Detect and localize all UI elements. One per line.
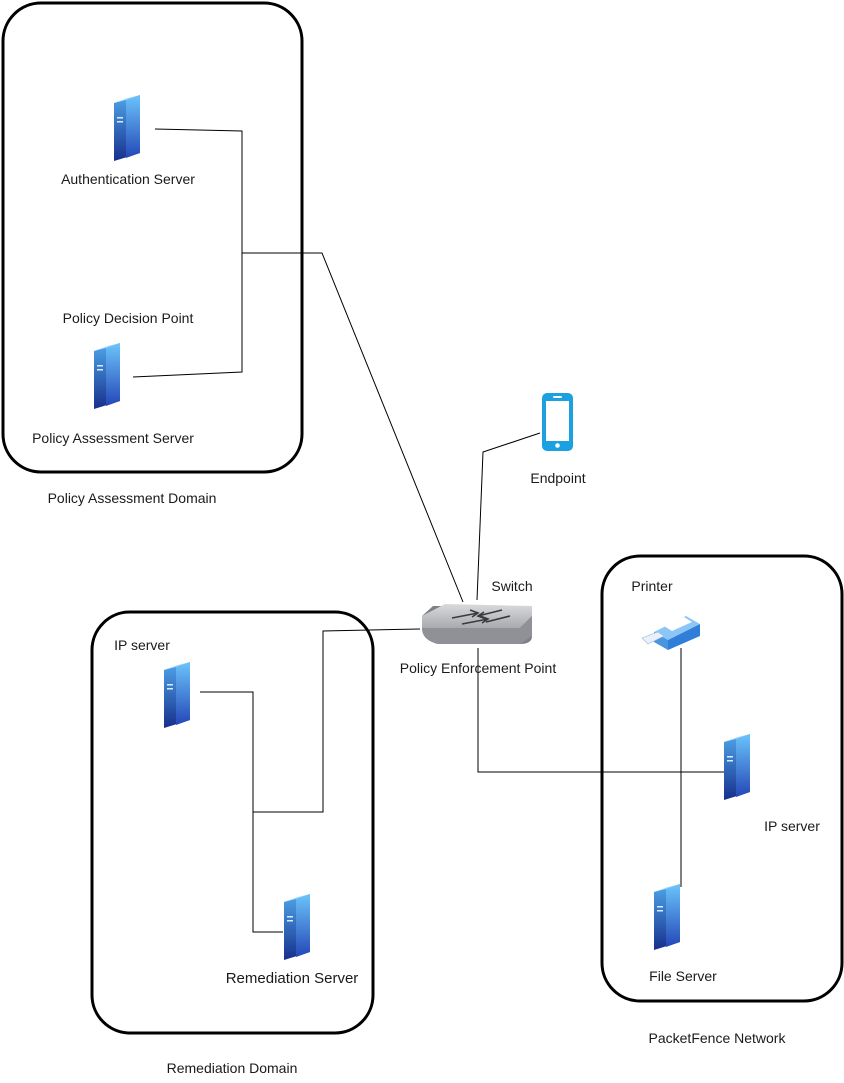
printer-label: Printer (631, 578, 673, 594)
remediation-domain-label: Remediation Domain (167, 1060, 298, 1076)
ip-server-remediation-label: IP server (114, 637, 170, 653)
server-icon (724, 734, 750, 800)
packetfence-network-label: PacketFence Network (649, 1030, 787, 1046)
edge-switch-remediation (253, 628, 421, 813)
policy-assessment-domain-label: Policy Assessment Domain (48, 490, 217, 506)
edge-switch-packetfence (477, 648, 724, 773)
remediation-server-label: Remediation Server (226, 970, 359, 987)
edge-pad-switch (242, 252, 464, 603)
server-icon (654, 884, 680, 950)
edge-auth-assessment (132, 128, 243, 378)
server-icon (284, 894, 310, 960)
edge-endpoint-switch (476, 432, 541, 601)
server-icon (114, 95, 140, 161)
server-icon (164, 662, 190, 728)
mobile-phone-icon (542, 393, 573, 451)
packetfence-network-box (600, 554, 844, 1003)
ip-server-packetfence-label: IP server (764, 818, 820, 834)
policy-enforcement-point-label: Policy Enforcement Point (400, 660, 557, 676)
authentication-server-label: Authentication Server (61, 171, 195, 187)
network-switch-icon (422, 604, 532, 644)
remediation-domain-box (90, 610, 375, 1035)
edge-ipserver-remediation (200, 691, 283, 933)
policy-decision-point-label: Policy Decision Point (63, 310, 194, 326)
file-server-label: File Server (649, 968, 717, 984)
policy-assessment-domain-box (1, 1, 304, 474)
endpoint-label: Endpoint (530, 470, 585, 486)
switch-label: Switch (491, 578, 532, 594)
printer-icon (641, 616, 700, 650)
server-icon (94, 343, 120, 409)
policy-assessment-server-label: Policy Assessment Server (32, 430, 194, 446)
